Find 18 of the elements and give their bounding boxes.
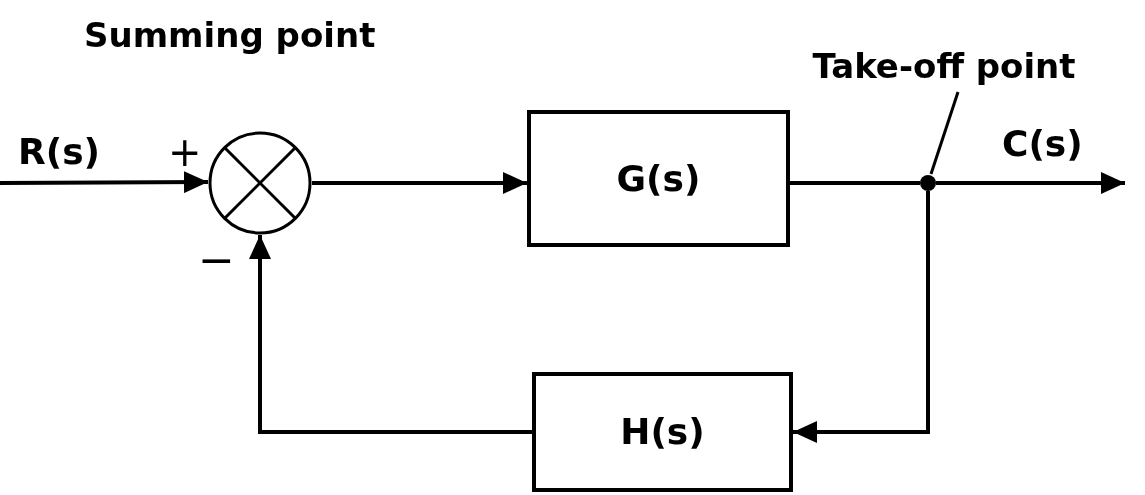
block-box <box>532 372 793 492</box>
arrow <box>312 172 527 194</box>
arrow <box>793 191 930 443</box>
sign-label: + <box>168 132 202 172</box>
point-label: Summing point <box>84 18 376 52</box>
leader-line <box>929 91 960 175</box>
arrow <box>0 171 208 194</box>
summing-junction <box>208 131 312 235</box>
point-label: Take-off point <box>748 44 1140 88</box>
block-label: H(s) <box>620 414 705 450</box>
take-off-dot <box>920 175 936 191</box>
signal-label: R(s) <box>18 134 101 170</box>
signal-label: C(s) <box>1002 126 1083 162</box>
arrow <box>936 172 1125 194</box>
sign-label: − <box>198 238 235 282</box>
block-box <box>527 110 790 247</box>
arrow <box>249 235 532 434</box>
block-label: G(s) <box>616 160 701 197</box>
